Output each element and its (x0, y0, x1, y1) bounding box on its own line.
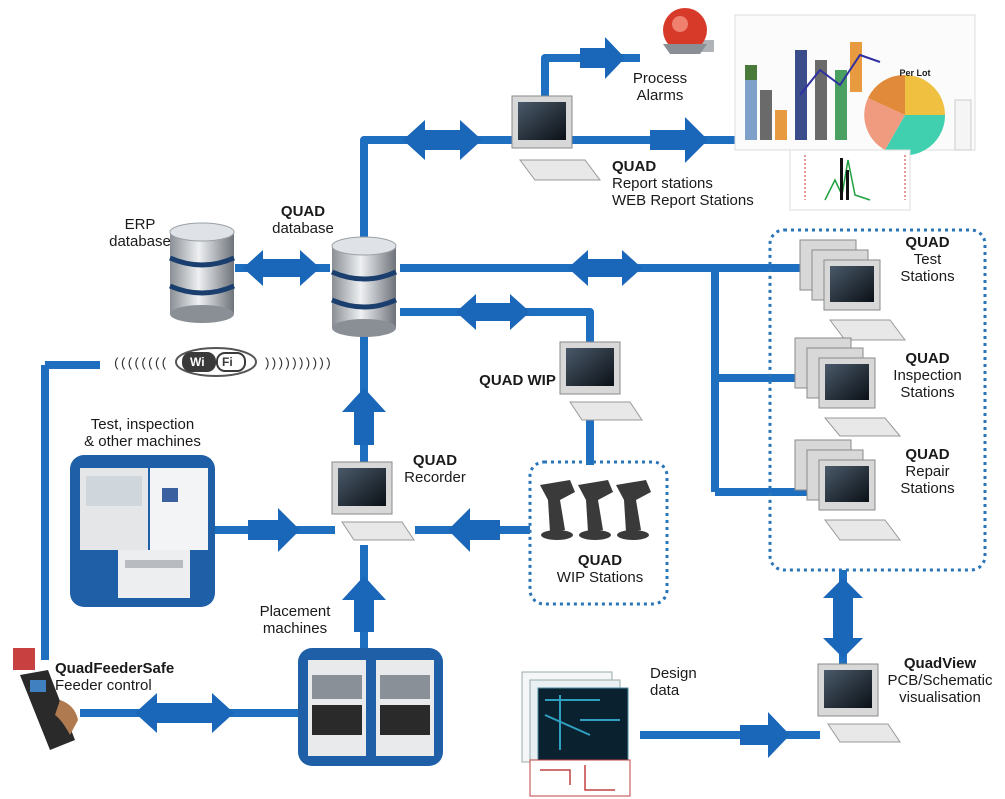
wifi-waves-left: (((((((( (112, 356, 168, 371)
quad-database-icon (330, 236, 398, 337)
arrow-up-placement (342, 576, 386, 632)
recorder-computer-icon (331, 461, 415, 541)
wifi-logo-text-2: Fi (222, 355, 233, 369)
wifi-logo (175, 347, 257, 377)
quad-wip-label: QUAD WIP (479, 372, 556, 389)
report-charts-image (734, 14, 976, 211)
feeder-handheld-icon (13, 648, 78, 750)
double-arrow-quadview (823, 578, 863, 658)
arrow-design-quadview (740, 712, 790, 758)
double-arrow-test (568, 250, 642, 286)
flow-arrows (135, 37, 863, 758)
test-machines-image (70, 455, 215, 607)
quadview-computer-icon (817, 663, 901, 743)
report-computer-icon (511, 95, 601, 181)
chart-per-lot-label: Per Lot (899, 68, 931, 78)
design-data-image (521, 671, 631, 797)
arrow-machines-recorder (248, 508, 300, 552)
repair-stations-icon (794, 439, 901, 541)
wifi-waves-right: )))))))))) (262, 356, 332, 371)
wip-computer-icon (559, 341, 643, 421)
arrow-wip-recorder (448, 508, 500, 552)
arrow-up-recorder (342, 388, 386, 445)
test-machines-label: Test, inspection& other machines (84, 416, 201, 450)
test-stations-icon (799, 239, 906, 341)
arrow-to-charts (650, 117, 708, 163)
double-arrow-wip (456, 294, 530, 330)
arrow-to-alarms (580, 37, 625, 79)
wifi-logo-text-1: Wi (190, 355, 205, 369)
alarm-bell-icon (663, 8, 714, 54)
double-arrow-feeder (135, 693, 234, 733)
inspection-stations-icon (794, 337, 902, 437)
barcode-scanners-icon (540, 480, 651, 540)
erp-database-icon (168, 222, 236, 323)
double-arrow-report (403, 120, 482, 160)
placement-machines-image (298, 648, 443, 766)
stations-group-box (768, 228, 987, 572)
double-arrow-erp (243, 250, 320, 286)
